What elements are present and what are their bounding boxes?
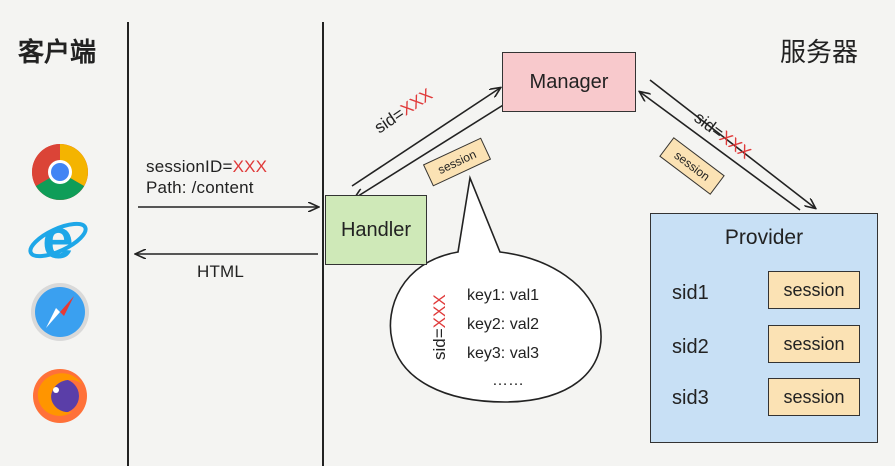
response-label: HTML [197,262,245,281]
ie-icon: e [28,208,88,270]
request-sessionid: sessionID=XXX [146,157,267,177]
provider-session-3: session [768,378,860,416]
provider-manager-arrow-up [640,92,801,211]
provider-session-2: session [768,325,860,363]
provider-sid-1: sid1 [672,282,709,304]
provider-sid-2: sid2 [672,336,709,358]
request-sessionid-value: XXX [232,157,268,176]
request-path: Path: /content [146,178,254,197]
bubble-line-2: key2: val2 [467,316,540,333]
chrome-icon [32,144,88,200]
bubble-sid-key: sid= [430,328,449,360]
provider-session-1-label: session [783,279,845,300]
bubble-line-4: …… [492,372,524,389]
manager-label: Manager [529,70,609,93]
provider-sid-3: sid3 [672,387,709,409]
server-title: 服务器 [780,37,859,67]
bubble-line-3: key3: val3 [467,345,540,362]
manager-box: Manager [502,52,636,112]
provider-session-2-label: session [783,333,845,354]
safari-icon [31,283,89,341]
speech-bubble [389,175,602,403]
bubble-line-1: key1: val1 [467,287,540,304]
provider-session-1: session [768,271,860,309]
provider-session-3-label: session [783,386,845,407]
handler-label: Handler [340,218,412,241]
client-title: 客户端 [18,37,97,67]
request-sessionid-key: sessionID= [146,157,233,176]
bubble-sid: sid=XXX [430,294,450,360]
handler-box: Handler [325,195,427,265]
bubble-sid-value: XXX [430,294,449,329]
svg-text:e: e [42,208,73,270]
provider-title: Provider [724,226,804,249]
manager-handler-arrow-down [355,101,509,198]
manager-provider-arrow-down [649,79,815,208]
handler-manager-arrow-up [351,88,500,187]
firefox-icon [33,369,87,423]
